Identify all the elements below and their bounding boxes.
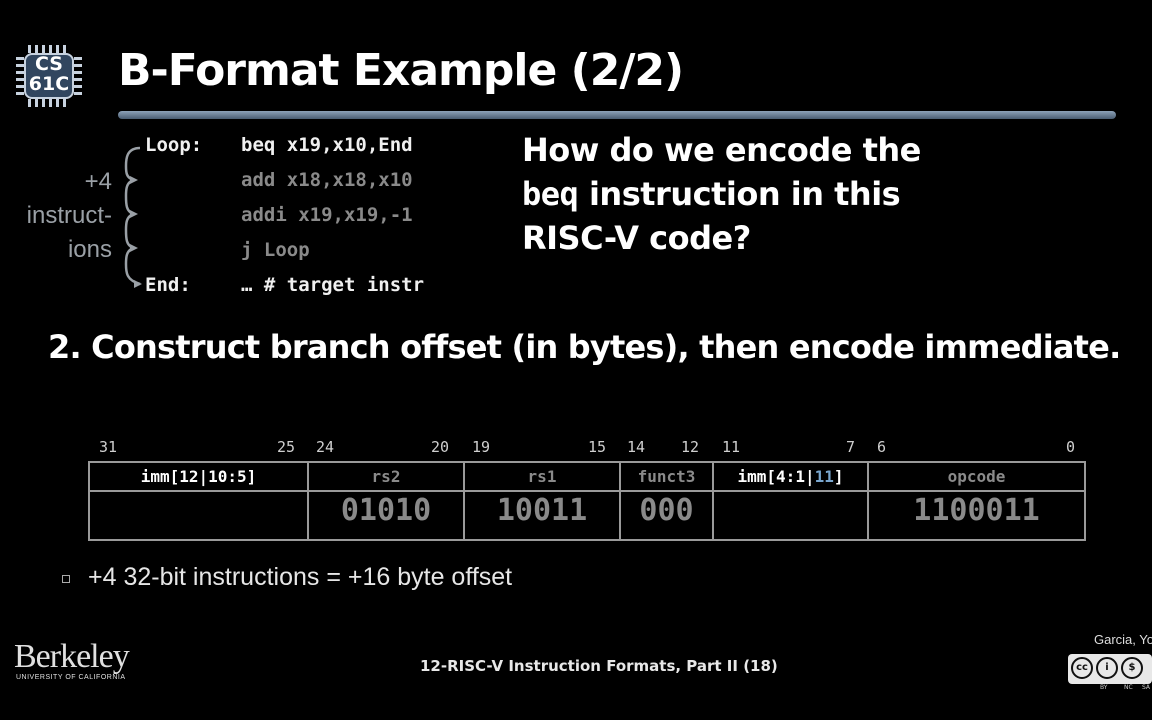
bit-number: 11 [722, 438, 741, 456]
author-credit: Garcia, Yo [1094, 632, 1152, 647]
slide-title: B-Format Example (2/2) [118, 45, 684, 96]
bit-number: 0 [1066, 438, 1076, 456]
cc-icon: cc [1071, 657, 1093, 679]
code-label-end: End: [145, 274, 191, 296]
code-line-5: … # target instr [241, 274, 425, 296]
bullet-square-icon [62, 575, 70, 583]
bit-number: 24 [316, 438, 335, 456]
bullet-text: +4 32-bit instructions = +16 byte offset [88, 563, 513, 591]
code-line-4: j Loop [241, 239, 310, 261]
slide-footer: 12-RISC-V Instruction Formats, Part II (… [420, 657, 778, 675]
field-funct3: funct3 000 [621, 463, 714, 539]
bit-number: 14 [627, 438, 646, 456]
code-line-1: beq x19,x10,End [241, 134, 413, 156]
bit-number: 15 [588, 438, 607, 456]
code-line-3: addi x19,x19,-1 [241, 204, 413, 226]
brace-label-plus4: +4 [84, 168, 112, 195]
bit-number: 12 [681, 438, 700, 456]
field-rs2: rs2 01010 [309, 463, 465, 539]
bit-number: 20 [431, 438, 450, 456]
bit-number: 25 [277, 438, 296, 456]
b-format-table: imm[12|10:5] rs2 01010 rs1 10011 funct3 … [88, 461, 1086, 541]
license-label-sa: SA [1142, 684, 1151, 691]
title-divider [118, 111, 1116, 119]
bit-number: 19 [472, 438, 491, 456]
brace-arrows-icon [124, 146, 142, 288]
creative-commons-badge: cc i $ [1068, 654, 1152, 684]
logo-text: CS 61C [28, 53, 70, 95]
bit-number: 7 [846, 438, 856, 456]
field-imm-high: imm[12|10:5] [90, 463, 309, 539]
license-label-nc: NC [1124, 684, 1133, 691]
question-text: How do we encode the beq instruction in … [522, 131, 921, 257]
code-label-loop: Loop: [145, 134, 203, 156]
step-heading: 2. Construct branch offset (in bytes), t… [48, 328, 1121, 366]
beq-keyword: beq [522, 175, 579, 213]
bit-number: 31 [99, 438, 118, 456]
berkeley-subtitle: UNIVERSITY OF CALIFORNIA [16, 674, 126, 681]
field-imm-low: imm[4:1|11] [714, 463, 869, 539]
license-label-by: BY [1100, 684, 1108, 691]
bit-number: 6 [877, 438, 887, 456]
noncommercial-icon: $ [1121, 657, 1143, 679]
field-opcode: opcode 1100011 [869, 463, 1084, 539]
field-rs1: rs1 10011 [465, 463, 621, 539]
brace-label-ions: ions [67, 236, 112, 263]
berkeley-logo: Berkeley [14, 638, 130, 675]
brace-label-instruct: instruct- [26, 202, 112, 229]
attribution-icon: i [1096, 657, 1118, 679]
code-line-2: add x18,x18,x10 [241, 169, 413, 191]
cs61c-logo: CS 61C [14, 45, 84, 107]
